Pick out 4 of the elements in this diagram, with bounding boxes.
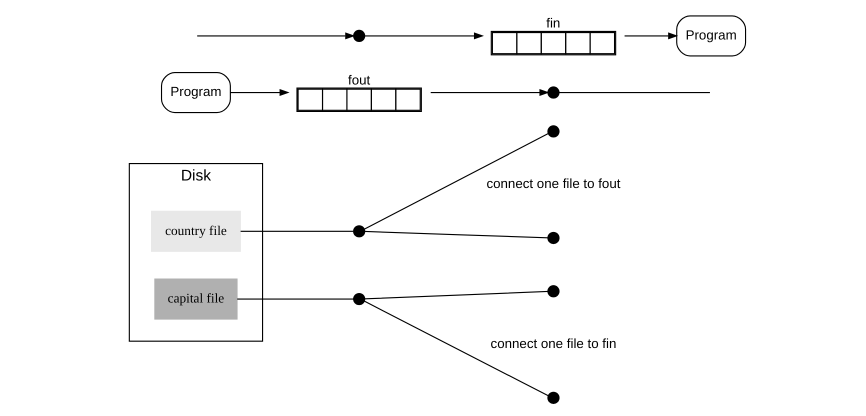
- label: connect one file to fout: [486, 176, 620, 192]
- node-label: fout: [348, 72, 370, 88]
- node-label: fin: [546, 16, 560, 31]
- label: connect one file to fin: [490, 336, 616, 352]
